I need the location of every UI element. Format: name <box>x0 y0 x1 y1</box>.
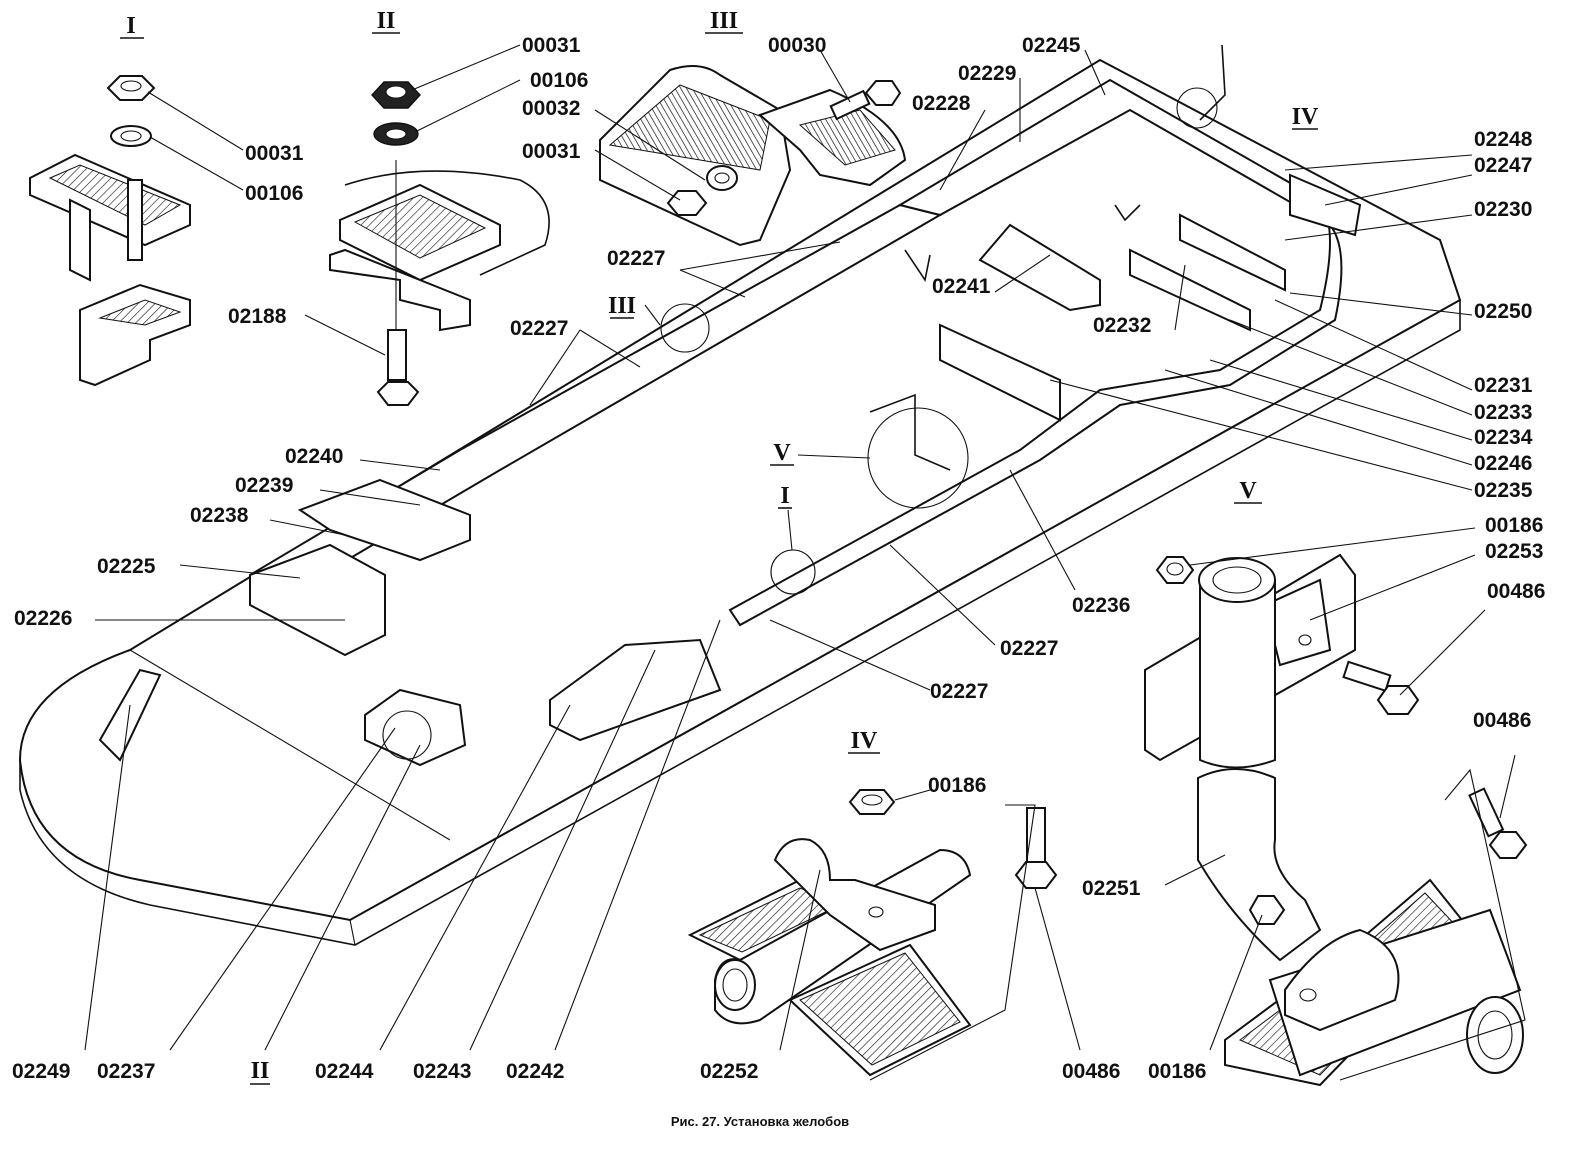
part-label: 02236 <box>1072 594 1130 617</box>
view-title-V: V <box>1239 478 1257 504</box>
part-label: 02229 <box>958 62 1016 85</box>
trough-main-run <box>249 78 1343 627</box>
part-label: 00031 <box>245 142 304 165</box>
part-label: 02239 <box>235 474 293 497</box>
part-label: 02245 <box>1022 34 1081 57</box>
end-block-left <box>249 478 471 657</box>
part-label: 02242 <box>506 1060 564 1083</box>
wire-hooks <box>869 44 1226 471</box>
callout-IV: IV <box>1292 104 1319 130</box>
callout-II: II <box>251 1058 270 1084</box>
part-label: 02227 <box>1000 637 1058 660</box>
detail-III <box>599 65 907 247</box>
detail-I <box>29 75 191 387</box>
part-label: 02234 <box>1474 426 1533 449</box>
part-label: 02253 <box>1485 540 1543 563</box>
leader-lines <box>84 44 1526 1081</box>
part-label: 02244 <box>315 1060 374 1083</box>
part-label: 02237 <box>97 1060 155 1083</box>
callout-III: III <box>608 293 636 319</box>
part-label: 00030 <box>768 34 826 57</box>
part-label: 02232 <box>1093 314 1151 337</box>
detail-II <box>329 81 550 406</box>
part-label: 02233 <box>1474 401 1532 424</box>
part-label: 00486 <box>1487 580 1545 603</box>
view-titles: I II III IV V <box>120 8 1262 754</box>
part-label: 02188 <box>228 305 287 328</box>
part-label: 00031 <box>522 140 581 163</box>
part-label: 02240 <box>285 445 343 468</box>
detail-IV <box>687 789 1058 1077</box>
part-label: 00186 <box>928 774 986 797</box>
part-label: 00031 <box>522 34 581 57</box>
part-label: 02248 <box>1474 128 1533 151</box>
part-label: 02246 <box>1474 452 1532 475</box>
part-label: 02243 <box>413 1060 471 1083</box>
part-label: 02227 <box>510 317 568 340</box>
part-label: 00106 <box>245 182 303 205</box>
part-label: 02225 <box>97 555 156 578</box>
part-label: 00486 <box>1062 1060 1120 1083</box>
part-label: 00106 <box>530 69 588 92</box>
view-title-I: I <box>126 13 135 39</box>
part-label: 02252 <box>700 1060 758 1083</box>
part-label: 02238 <box>190 504 249 527</box>
callout-I: I <box>780 483 789 509</box>
part-label: 02249 <box>12 1060 70 1083</box>
part-label: 00486 <box>1473 709 1531 732</box>
part-label: 02228 <box>912 92 971 115</box>
callout-labels: III V I II IV <box>250 104 1319 1085</box>
part-label: 02247 <box>1474 154 1532 177</box>
side-blocks <box>939 173 1362 422</box>
view-title-IV: IV <box>851 728 878 754</box>
left-bracket-piece <box>98 668 162 762</box>
part-label: 00186 <box>1148 1060 1206 1083</box>
part-label: 02231 <box>1474 374 1533 397</box>
part-label: 02227 <box>930 680 988 703</box>
part-label: 00032 <box>522 97 580 120</box>
part-label: 02251 <box>1082 877 1141 900</box>
part-label: 00186 <box>1485 514 1543 537</box>
part-label: 02241 <box>932 275 991 298</box>
view-title-II: II <box>377 8 396 34</box>
end-block-bottom <box>364 638 722 767</box>
view-title-III: III <box>710 8 738 34</box>
figure-caption: Рис. 27. Установка желобов <box>671 1114 849 1129</box>
part-label: 02230 <box>1474 198 1532 221</box>
callout-V: V <box>773 440 791 466</box>
part-label: 02226 <box>14 607 72 630</box>
part-label: 02235 <box>1474 479 1533 502</box>
detail-V <box>1144 553 1528 1087</box>
part-label: 02227 <box>607 247 665 270</box>
part-labels: 00031 00106 00031 00106 00032 00031 0003… <box>12 34 1545 1083</box>
part-label: 02250 <box>1474 300 1532 323</box>
